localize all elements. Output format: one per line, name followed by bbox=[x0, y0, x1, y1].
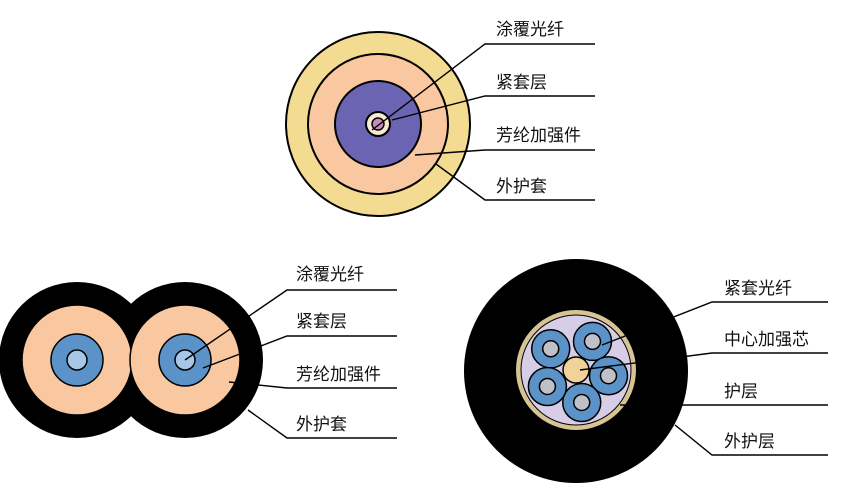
right-fiber-core-1 bbox=[583, 332, 602, 351]
right-cable: 紧套光纤 中心加强芯 护层 外护层 bbox=[464, 259, 828, 483]
left-leader-tight-buffer bbox=[202, 335, 397, 369]
left-leader-coated-fiber bbox=[184, 289, 397, 361]
top-label-outer-jacket: 外护套 bbox=[496, 177, 547, 197]
left-cable: 涂覆光纤 紧套层 芳纶加强件 外护套 bbox=[0, 265, 397, 439]
right-label-outer-sheath: 外护层 bbox=[724, 432, 775, 452]
right-fiber-core-3 bbox=[572, 393, 591, 412]
right-fiber-core-4 bbox=[538, 377, 557, 396]
top-callouts bbox=[371, 43, 595, 201]
top-leader-aramid bbox=[414, 149, 595, 156]
right-central-strength-member bbox=[562, 356, 590, 384]
right-tight-buffered-fibers bbox=[527, 321, 629, 423]
right-label-central-member: 中心加强芯 bbox=[724, 330, 809, 350]
right-leader-central-member bbox=[579, 352, 828, 371]
right-label-sheath: 护层 bbox=[724, 382, 758, 402]
right-callouts bbox=[579, 301, 828, 456]
top-label-tight-buffer: 紧套层 bbox=[496, 73, 547, 93]
left-leader-outer-jacket bbox=[247, 409, 397, 439]
right-leader-tight-fiber bbox=[601, 301, 828, 346]
top-leader-tight-buffer bbox=[391, 95, 595, 121]
left-fiber-a bbox=[66, 349, 88, 371]
top-leader-outer-jacket bbox=[435, 163, 595, 201]
top-label-coated-fiber: 涂覆光纤 bbox=[496, 20, 564, 40]
right-label-tight-fiber: 紧套光纤 bbox=[724, 279, 792, 299]
left-leader-aramid bbox=[228, 381, 397, 389]
right-leader-outer-sheath bbox=[674, 424, 828, 456]
left-callouts bbox=[184, 289, 397, 439]
top-leader-coated-fiber bbox=[371, 43, 595, 131]
top-label-aramid: 芳纶加强件 bbox=[496, 126, 581, 146]
right-fiber-core-5 bbox=[541, 340, 560, 358]
left-label-aramid: 芳纶加强件 bbox=[296, 365, 381, 385]
top-cable: 涂覆光纤 紧套层 芳纶加强件 外护套 bbox=[285, 20, 595, 217]
left-label-outer-jacket: 外护套 bbox=[296, 415, 347, 435]
left-label-tight-buffer: 紧套层 bbox=[296, 312, 347, 332]
right-fiber-core-2 bbox=[599, 366, 618, 385]
left-label-coated-fiber: 涂覆光纤 bbox=[296, 265, 364, 285]
